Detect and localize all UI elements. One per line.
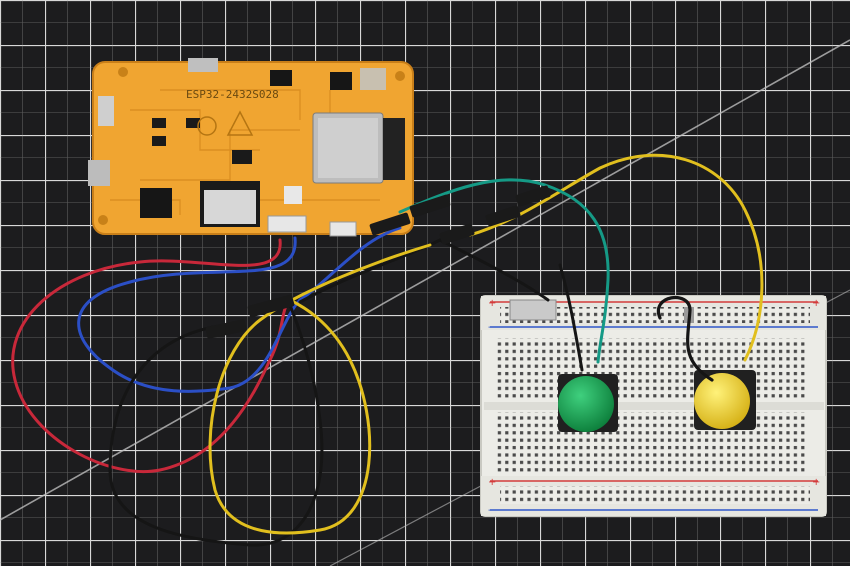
esp32-display-board: ESP32-2432S028	[88, 58, 414, 237]
minus-mark: -	[812, 505, 816, 516]
plus-mark: +	[812, 298, 820, 309]
minus-mark: -	[488, 322, 492, 333]
jumper-wires	[11, 153, 764, 547]
plus-mark: +	[488, 477, 496, 488]
plus-mark: +	[488, 298, 496, 309]
board-label: ESP32-2432S028	[186, 88, 279, 101]
breadboard: + + - - + + - -	[480, 295, 827, 517]
yellow-pushbutton	[694, 370, 756, 430]
minus-mark: -	[812, 322, 816, 333]
minus-mark: -	[488, 505, 492, 516]
plus-mark: +	[812, 477, 820, 488]
green-pushbutton	[558, 374, 618, 432]
